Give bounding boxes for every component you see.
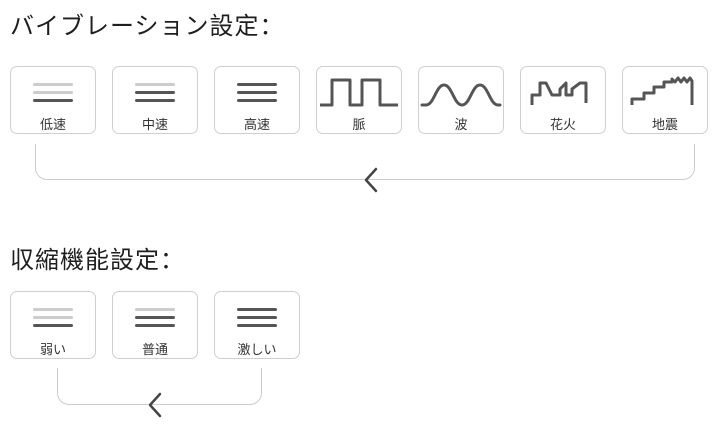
earthquake-stairs-icon: [622, 75, 708, 109]
vibration-earthquake-label: 地震: [651, 118, 678, 133]
contraction-weak-button[interactable]: 弱い: [10, 291, 96, 359]
contraction-strong-label: 激しい: [237, 343, 277, 358]
vibration-wave-label: 波: [454, 118, 468, 133]
contraction-normal-button[interactable]: 普通: [112, 291, 198, 359]
contraction-strong-button[interactable]: 激しい: [214, 291, 300, 359]
sine-wave-icon: [418, 75, 504, 109]
contraction-scroll-left-icon[interactable]: [144, 391, 166, 419]
pulse-wave-icon: [316, 75, 402, 109]
normal-bars-icon: [112, 300, 198, 334]
medium-speed-bars-icon: [112, 75, 198, 109]
vibration-low-speed-button[interactable]: 低速: [10, 66, 96, 134]
vibration-earthquake-button[interactable]: 地震: [622, 66, 708, 134]
low-speed-bars-icon: [10, 75, 96, 109]
fireworks-wave-icon: [520, 75, 606, 109]
strong-bars-icon: [214, 300, 300, 334]
vibration-medium-speed-label: 中速: [141, 118, 168, 133]
vibration-high-speed-label: 高速: [243, 118, 270, 133]
vibration-fireworks-button[interactable]: 花火: [520, 66, 606, 134]
vibration-fireworks-label: 花火: [549, 118, 576, 133]
contraction-settings-title: 収縮機能設定：: [10, 246, 185, 274]
contraction-normal-label: 普通: [141, 343, 168, 358]
vibration-low-speed-label: 低速: [39, 118, 66, 133]
high-speed-bars-icon: [214, 75, 300, 109]
weak-bars-icon: [10, 300, 96, 334]
vibration-settings-title: バイブレーション設定：: [10, 12, 285, 40]
vibration-pulse-label: 脈: [352, 118, 366, 133]
vibration-pulse-button[interactable]: 脈: [316, 66, 402, 134]
vibration-wave-button[interactable]: 波: [418, 66, 504, 134]
vibration-medium-speed-button[interactable]: 中速: [112, 66, 198, 134]
contraction-weak-label: 弱い: [39, 343, 66, 358]
vibration-high-speed-button[interactable]: 高速: [214, 66, 300, 134]
vibration-scroll-left-icon[interactable]: [360, 166, 382, 194]
contraction-scroll-bracket: [57, 368, 262, 405]
